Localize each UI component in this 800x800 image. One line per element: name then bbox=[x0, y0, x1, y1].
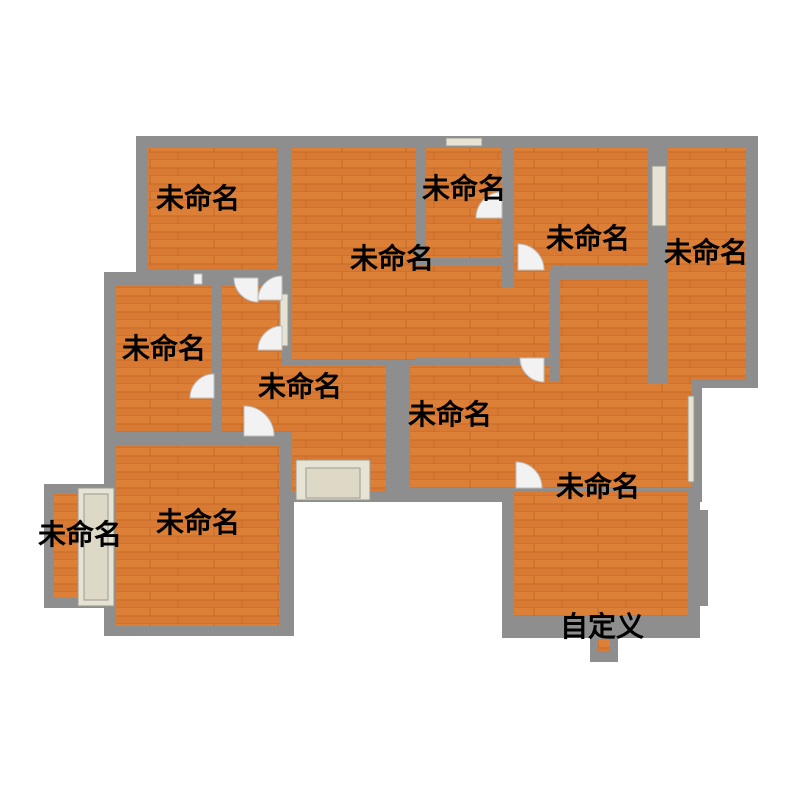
floor-room-13 bbox=[598, 640, 610, 652]
wall-block-right-stub bbox=[690, 510, 708, 606]
door-arc-1 bbox=[475, 191, 503, 219]
room-label-5: 未命名 bbox=[350, 242, 434, 275]
floor-room-5 bbox=[668, 148, 746, 380]
door-arc-2 bbox=[517, 243, 545, 271]
floor-room-10 bbox=[116, 446, 280, 626]
floor-room-6 bbox=[560, 280, 648, 380]
window-right-tall bbox=[651, 165, 667, 227]
door-arc-8 bbox=[519, 357, 545, 383]
floor-room-1 bbox=[148, 148, 278, 270]
window-top bbox=[445, 137, 483, 147]
window-left-small bbox=[279, 293, 289, 347]
room-labels: 未命名 未命名 未命名 未命名 未命名 未命名 未命名 未命名 未命名 未命名 … bbox=[38, 172, 748, 643]
room-label-2: 未命名 bbox=[422, 172, 506, 205]
window-bay-inner bbox=[305, 467, 361, 499]
room-label-6: 未命名 bbox=[122, 332, 206, 365]
room-label-10: 未命名 bbox=[156, 506, 240, 539]
floor-room-11 bbox=[54, 494, 80, 598]
interior-walls bbox=[212, 148, 668, 632]
floor-room-12 bbox=[514, 492, 688, 616]
door-arc-7 bbox=[243, 405, 275, 437]
floor-room-7 bbox=[116, 286, 164, 432]
door-gap-1 bbox=[193, 273, 203, 285]
wall-int-i bbox=[386, 360, 410, 496]
door-arc-3 bbox=[233, 277, 259, 303]
wall-int-b bbox=[502, 148, 514, 288]
room-label-12: 自定义 bbox=[560, 610, 644, 643]
doors bbox=[189, 191, 545, 489]
door-arc-6 bbox=[189, 373, 215, 399]
floor-room-7b bbox=[164, 286, 214, 432]
floor-room-2-ext bbox=[416, 266, 552, 358]
floor-room-2 bbox=[292, 148, 416, 360]
floor-room-9 bbox=[410, 366, 692, 488]
wall-int-e bbox=[550, 270, 650, 280]
room-label-8: 未命名 bbox=[408, 398, 492, 431]
floor-room-4 bbox=[514, 148, 648, 266]
floors bbox=[54, 148, 746, 652]
window-mid-right bbox=[687, 395, 695, 483]
room-label-7: 未命名 bbox=[258, 370, 342, 403]
wall-int-j bbox=[280, 432, 292, 632]
wall-int-a bbox=[416, 148, 426, 266]
wall-int-c bbox=[426, 258, 502, 266]
door-arc-9 bbox=[515, 461, 543, 489]
room-label-4: 未命名 bbox=[664, 236, 748, 269]
room-label-9: 未命名 bbox=[556, 470, 640, 503]
door-arc-4 bbox=[257, 275, 283, 301]
room-label-3: 未命名 bbox=[546, 222, 630, 255]
door-arc-5 bbox=[257, 325, 283, 351]
wall-int-f bbox=[550, 270, 560, 382]
room-label-11: 未命名 bbox=[38, 518, 122, 551]
room-label-1: 未命名 bbox=[156, 182, 240, 215]
window-balcony-inner bbox=[83, 493, 109, 601]
wall-int-g bbox=[212, 280, 222, 432]
windows bbox=[77, 137, 695, 607]
